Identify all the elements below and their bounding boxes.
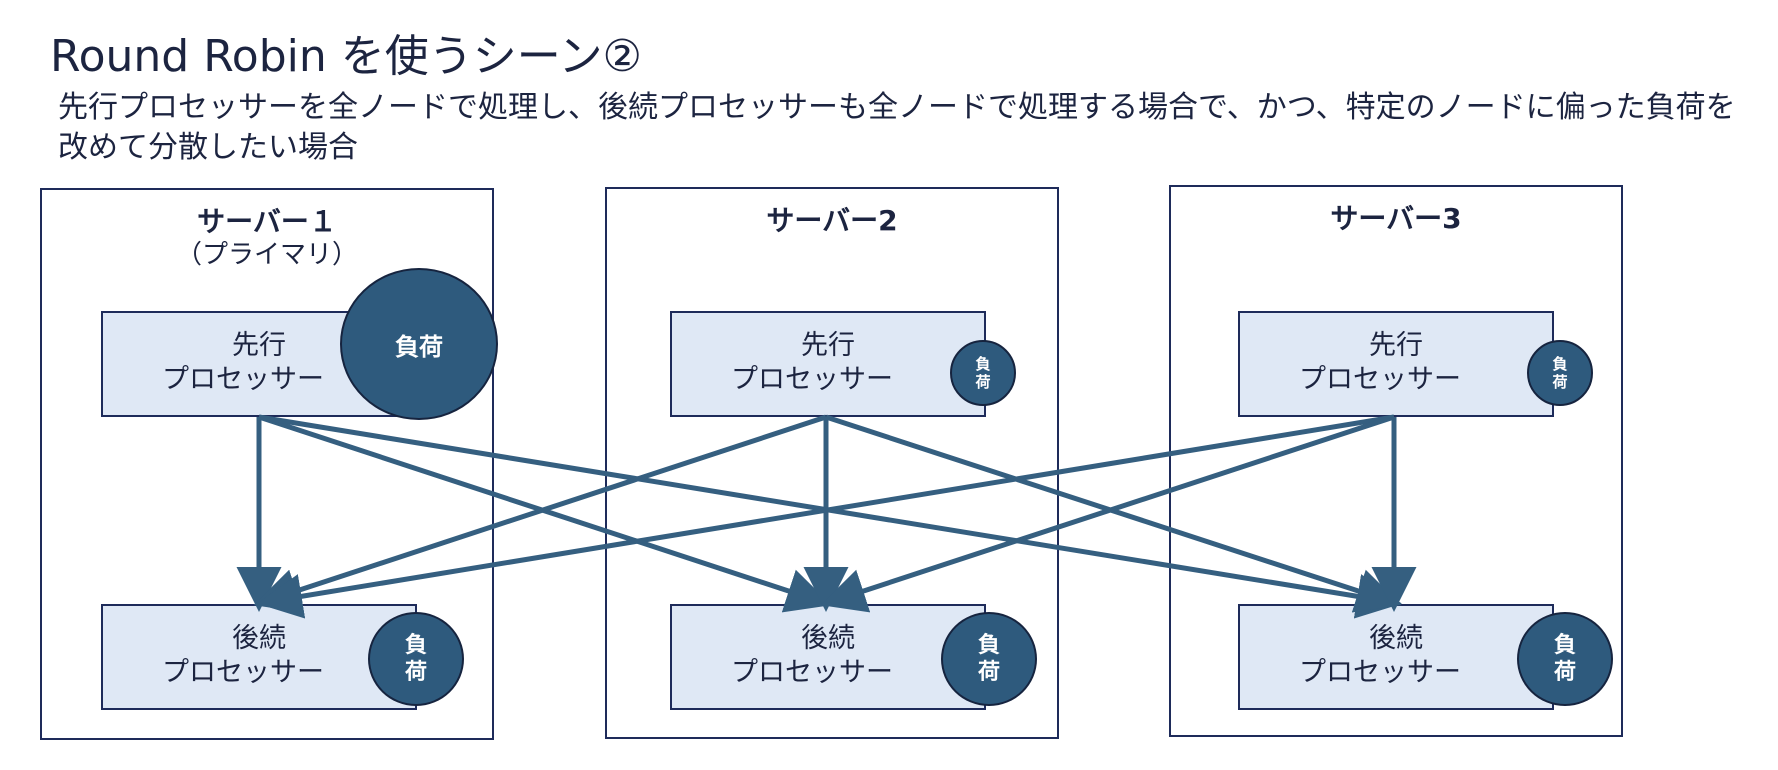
server-1-upstream-load-large: 負荷 — [340, 268, 498, 420]
server-2-downstream-load: 負荷 — [941, 612, 1037, 706]
processor-label-line2: プロセッサー — [1299, 657, 1461, 688]
load-label: 負荷 — [404, 633, 427, 685]
processor-label-line1: 先行 — [801, 330, 855, 361]
processor-label-line1: 後続 — [232, 623, 286, 654]
server-3-upstream-load-small: 負荷 — [1527, 340, 1593, 406]
page-subtitle: 先行プロセッサーを全ノードで処理し、後続プロセッサーも全ノードで処理する場合で、… — [58, 90, 1736, 165]
server-1-subtitle: （プライマリ） — [175, 240, 358, 270]
server-3-name: サーバー3 — [1330, 202, 1462, 235]
load-label: 負荷 — [977, 633, 1000, 685]
processor-label-line1: 後続 — [801, 623, 855, 654]
server-1-downstream-load: 負荷 — [368, 612, 464, 706]
server-2-downstream-processor: 後続 プロセッサー — [670, 604, 986, 710]
processor-label-line2: プロセッサー — [1299, 364, 1461, 395]
load-label: 負荷 — [1553, 633, 1576, 685]
processor-label-line2: プロセッサー — [731, 364, 893, 395]
processor-label-line2: プロセッサー — [162, 657, 324, 688]
processor-label-line1: 先行 — [232, 330, 286, 361]
server-3-upstream-processor: 先行 プロセッサー — [1238, 311, 1554, 417]
load-label: 負荷 — [975, 355, 991, 391]
processor-label-line2: プロセッサー — [162, 364, 324, 395]
processor-label-line2: プロセッサー — [731, 657, 893, 688]
load-label: 負荷 — [1552, 355, 1568, 391]
server-3-downstream-processor: 後続 プロセッサー — [1238, 604, 1554, 710]
load-label: 負荷 — [395, 332, 443, 361]
server-3-downstream-load: 負荷 — [1517, 612, 1613, 706]
page-title: Round Robin を使うシーン② — [50, 31, 642, 82]
server-2-upstream-load-small: 負荷 — [950, 340, 1016, 406]
server-1-name: サーバー１ — [197, 205, 337, 238]
processor-label-line1: 先行 — [1369, 330, 1423, 361]
server-2-upstream-processor: 先行 プロセッサー — [670, 311, 986, 417]
processor-label-line1: 後続 — [1369, 623, 1423, 654]
server-2-name: サーバー2 — [766, 204, 898, 237]
